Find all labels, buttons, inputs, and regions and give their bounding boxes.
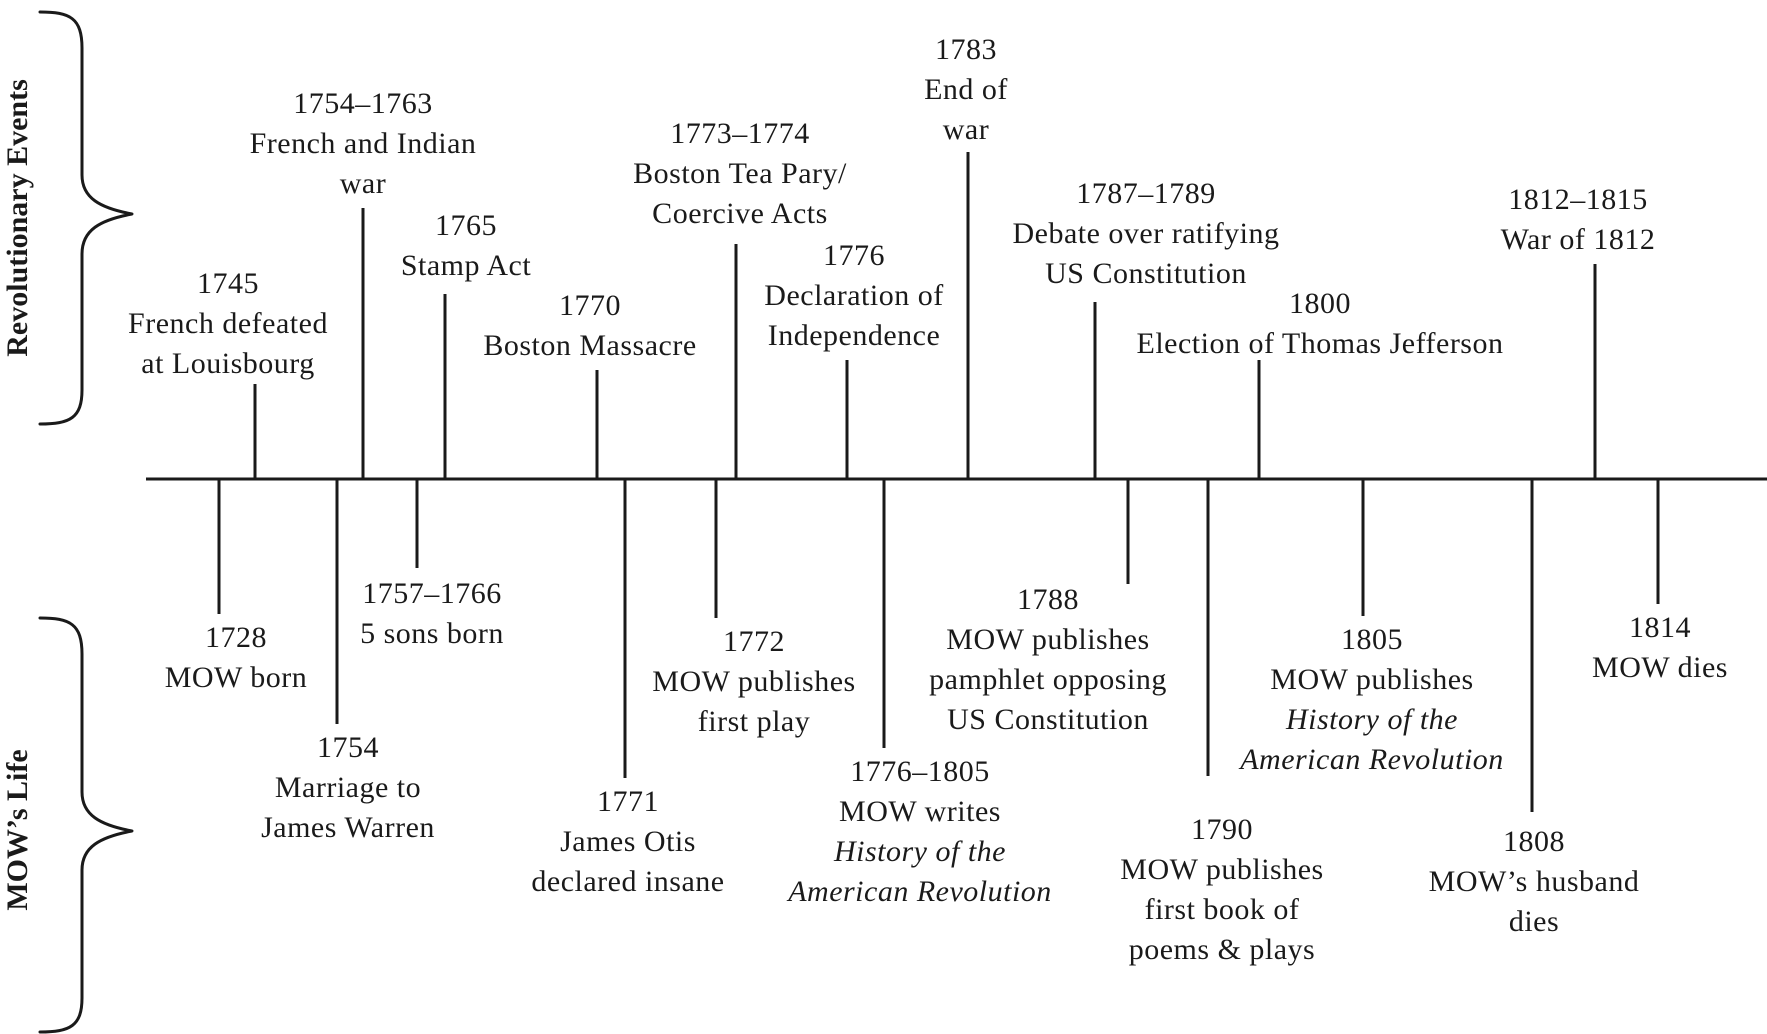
revolutionary-events-brace — [38, 10, 134, 426]
mow-life-event-label-1757-1766: 1757–1766 5 sons born — [360, 574, 504, 654]
event-description: at Louisbourg — [141, 347, 315, 380]
event-date: 1728 — [204, 621, 267, 654]
event-date: 1783 — [934, 33, 997, 66]
event-description: MOW born — [164, 661, 308, 694]
event-date: 1814 — [1628, 611, 1691, 644]
event-description: 5 sons born — [360, 617, 504, 650]
event-description: first play — [697, 705, 811, 738]
event-date: 1788 — [1017, 583, 1079, 616]
event-description: Election of Thomas Jefferson — [1136, 327, 1504, 360]
mows-life-brace — [38, 616, 134, 1034]
event-date: 1745 — [197, 267, 259, 300]
event-description: MOW dies — [1592, 651, 1728, 684]
event-description: MOW writes — [839, 795, 1001, 828]
book-title: History of the — [834, 835, 1006, 868]
event-date: 1770 — [558, 289, 621, 322]
event-description: first book of — [1144, 893, 1300, 926]
event-date: 1754–1763 — [293, 87, 433, 120]
event-description: declared insane — [531, 865, 725, 898]
event-date: 1772 — [722, 625, 785, 658]
event-description: Debate over ratifying — [1012, 217, 1280, 250]
event-date: 1787–1789 — [1076, 177, 1216, 210]
book-title: American Revolution — [1240, 743, 1504, 776]
event-description: war — [942, 113, 990, 146]
event-description: pamphlet opposing — [929, 663, 1167, 696]
event-description: Declaration of — [764, 279, 944, 312]
event-description: MOW publishes — [1270, 663, 1474, 696]
event-date: 1754 — [317, 731, 379, 764]
event-description: James Warren — [261, 811, 435, 844]
book-title: American Revolution — [788, 875, 1052, 908]
revolutionary-events-heading: Revolutionary Events — [1, 79, 34, 357]
event-date: 1812–1815 — [1508, 183, 1648, 216]
event-description: dies — [1508, 905, 1560, 938]
book-title: History of the — [1286, 703, 1458, 736]
event-description: James Otis — [560, 825, 696, 858]
event-description: MOW’s husband — [1428, 865, 1640, 898]
event-description: poems & plays — [1128, 933, 1316, 966]
event-description: End of — [924, 73, 1008, 106]
event-description: War of 1812 — [1500, 223, 1656, 256]
mows-life-heading: MOW’s Life — [1, 749, 34, 911]
event-description: MOW publishes — [1120, 853, 1324, 886]
event-description: MOW publishes — [652, 665, 856, 698]
event-date: 1757–1766 — [362, 577, 502, 610]
event-description: US Constitution — [947, 703, 1149, 736]
event-date: 1771 — [596, 785, 659, 818]
event-date: 1765 — [435, 209, 497, 242]
event-date: 1808 — [1503, 825, 1565, 858]
event-description: French and Indian — [249, 127, 477, 160]
event-description: MOW publishes — [946, 623, 1150, 656]
event-description: Marriage to — [274, 771, 422, 804]
event-description: French defeated — [128, 307, 328, 340]
event-date: 1800 — [1289, 287, 1351, 320]
event-date: 1776 — [822, 239, 885, 272]
event-date: 1790 — [1190, 813, 1253, 846]
event-description: Stamp Act — [400, 249, 532, 282]
event-description: war — [339, 167, 387, 200]
event-description: Coercive Acts — [652, 197, 828, 230]
event-description: Independence — [767, 319, 941, 352]
event-date: 1773–1774 — [670, 117, 810, 150]
event-description: US Constitution — [1045, 257, 1247, 290]
event-description: Boston Massacre — [483, 329, 697, 362]
event-description: Boston Tea Pary/ — [633, 157, 847, 190]
event-date: 1776–1805 — [850, 755, 990, 788]
event-date: 1805 — [1341, 623, 1403, 656]
